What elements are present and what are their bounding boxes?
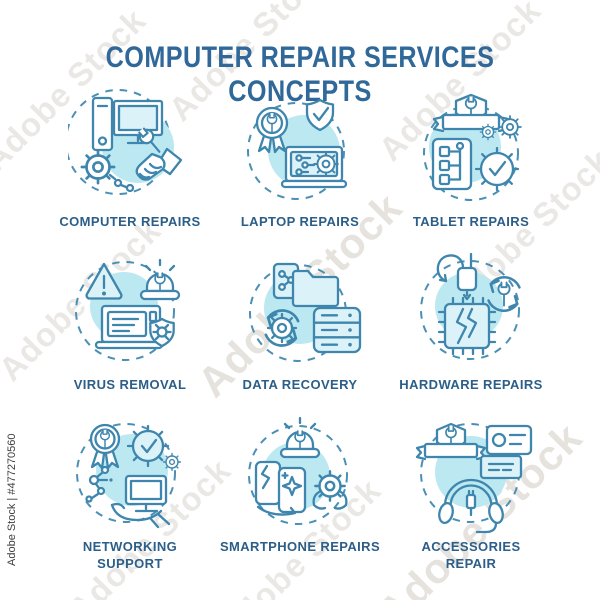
hardware-repairs-icon — [420, 252, 521, 360]
circuit-dots — [108, 173, 135, 193]
dashed-circle — [248, 425, 348, 525]
desktop-tower — [91, 96, 114, 152]
shield-bug — [149, 317, 175, 348]
concept-label: HARDWARE REPAIRS — [399, 377, 543, 392]
watermark-attribution: Adobe Stock | #477270560 — [6, 433, 18, 566]
tablet — [431, 137, 473, 191]
cracked-cpu — [437, 296, 497, 356]
concept-label: TABLET REPAIRS — [412, 214, 530, 229]
repair-alarm — [279, 416, 321, 459]
gear-check — [474, 146, 520, 192]
dashed-circle — [247, 102, 345, 200]
monitor — [112, 99, 164, 145]
data-recovery-icon — [249, 262, 362, 362]
quality-medal — [255, 106, 289, 154]
concept-smartphone-repairs: SMARTPHONE REPAIRS — [215, 410, 385, 555]
computer-repairs-icon — [68, 89, 183, 195]
concept-virus-removal: VIRUS REMOVAL — [45, 248, 215, 393]
concept-label: COMPUTER REPAIRS — [59, 214, 201, 229]
repair-alarm — [139, 258, 181, 301]
dashed-circle — [75, 261, 175, 361]
gear-icon — [314, 470, 346, 502]
shield-check — [305, 98, 335, 132]
concept-accessories-repair: ACCESSORIES REPAIR — [386, 410, 556, 572]
accessories-repair-icon — [415, 422, 533, 534]
smartphone-repairs-icon — [248, 416, 348, 525]
recovery-gear — [264, 309, 300, 347]
quality-medal — [89, 423, 121, 470]
gear-icon — [80, 149, 116, 185]
concept-label: ACCESSORIES REPAIR — [421, 539, 521, 571]
small-gear-icon — [479, 123, 497, 141]
handshake — [135, 147, 183, 181]
server-stack — [312, 306, 362, 354]
concept-hardware-repairs: HARDWARE REPAIRS — [386, 248, 556, 393]
concept-label: VIRUS REMOVAL — [73, 377, 187, 392]
warning-triangle — [85, 262, 123, 300]
concept-label: SMARTPHONE REPAIRS — [219, 539, 381, 554]
concept-data-recovery: DATA RECOVERY — [215, 248, 385, 393]
gear-icon — [266, 312, 298, 344]
page-title: COMPUTER REPAIR SERVICES CONCEPTS — [105, 41, 495, 108]
concept-laptop-repairs: LAPTOP REPAIRS — [215, 85, 385, 230]
folder-icon — [291, 269, 340, 308]
gear-icon — [313, 151, 339, 177]
printer-cards — [479, 424, 533, 480]
networking-support-icon — [76, 423, 182, 529]
concept-tablet-repairs: TABLET REPAIRS — [386, 85, 556, 230]
crest-banner — [432, 93, 510, 133]
concept-computer-repairs: COMPUTER REPAIRS — [45, 85, 215, 230]
laptop-repairs-icon — [247, 98, 348, 200]
dashed-circle — [76, 423, 176, 523]
laptop — [280, 145, 348, 189]
network-nodes — [85, 465, 113, 503]
dashed-circle — [420, 260, 520, 360]
phones — [254, 460, 307, 516]
power-plug — [436, 252, 478, 301]
headphones — [438, 478, 504, 534]
tablet-repairs-icon — [423, 93, 522, 201]
concept-label: NETWORKING SUPPORT — [82, 539, 178, 571]
small-gear-icon — [498, 115, 522, 139]
virus-removal-icon — [75, 258, 181, 361]
concept-networking-support: NETWORKING SUPPORT — [45, 410, 215, 572]
gear-check — [126, 424, 170, 468]
hands-holding-gear — [312, 470, 348, 510]
small-gear-icon — [162, 452, 182, 472]
monitor-on-hand — [110, 474, 171, 529]
concept-label: LAPTOP REPAIRS — [240, 214, 360, 229]
badge-banner — [415, 422, 487, 461]
concept-label: DATA RECOVERY — [242, 377, 358, 392]
